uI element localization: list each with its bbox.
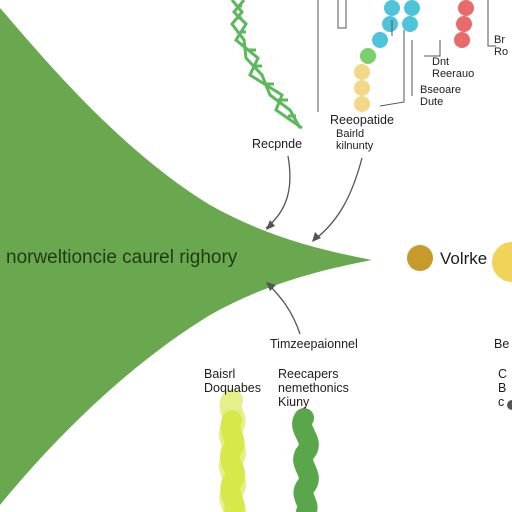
- yellow-tube-icon: [219, 389, 247, 512]
- label-baisrl-doquabes: Baisrl Doquabes: [204, 367, 261, 395]
- green-helix-icon: [230, 0, 303, 130]
- label-c-b-c: C B c: [498, 367, 508, 409]
- label-be: Be: [494, 337, 510, 351]
- label-reeopatide: Reeopatide: [330, 113, 394, 127]
- label-volrke: Volrke: [440, 249, 488, 268]
- label-recpnde: Recpnde: [252, 137, 303, 151]
- green-fan-shape: [0, 8, 372, 505]
- label-bseoare-dute: Bseoare Dute: [420, 84, 461, 109]
- bead-chain-icon: [354, 0, 420, 112]
- main-title: norweltioncie caurel righory: [6, 247, 238, 268]
- gold-dot-icon: [407, 245, 433, 271]
- connector-lines: [317, 0, 496, 112]
- label-dnt-reerauo: Dnt Reerauo: [432, 56, 475, 81]
- green-tube-icon: [292, 408, 319, 512]
- edge-dot: [507, 400, 512, 410]
- label-timzeepaionnel: Timzeepaionnel: [270, 337, 358, 351]
- red-bead-chain-icon: [454, 0, 474, 48]
- label-br-ro: Br Ro: [494, 34, 509, 59]
- yellow-half-circle-icon: [492, 242, 512, 282]
- arrowheads: [266, 220, 321, 291]
- label-reecapers: Reecapers nemethonics Kiuny: [278, 367, 349, 409]
- label-bairld-kilnunty: Bairld kilnunty: [336, 128, 374, 153]
